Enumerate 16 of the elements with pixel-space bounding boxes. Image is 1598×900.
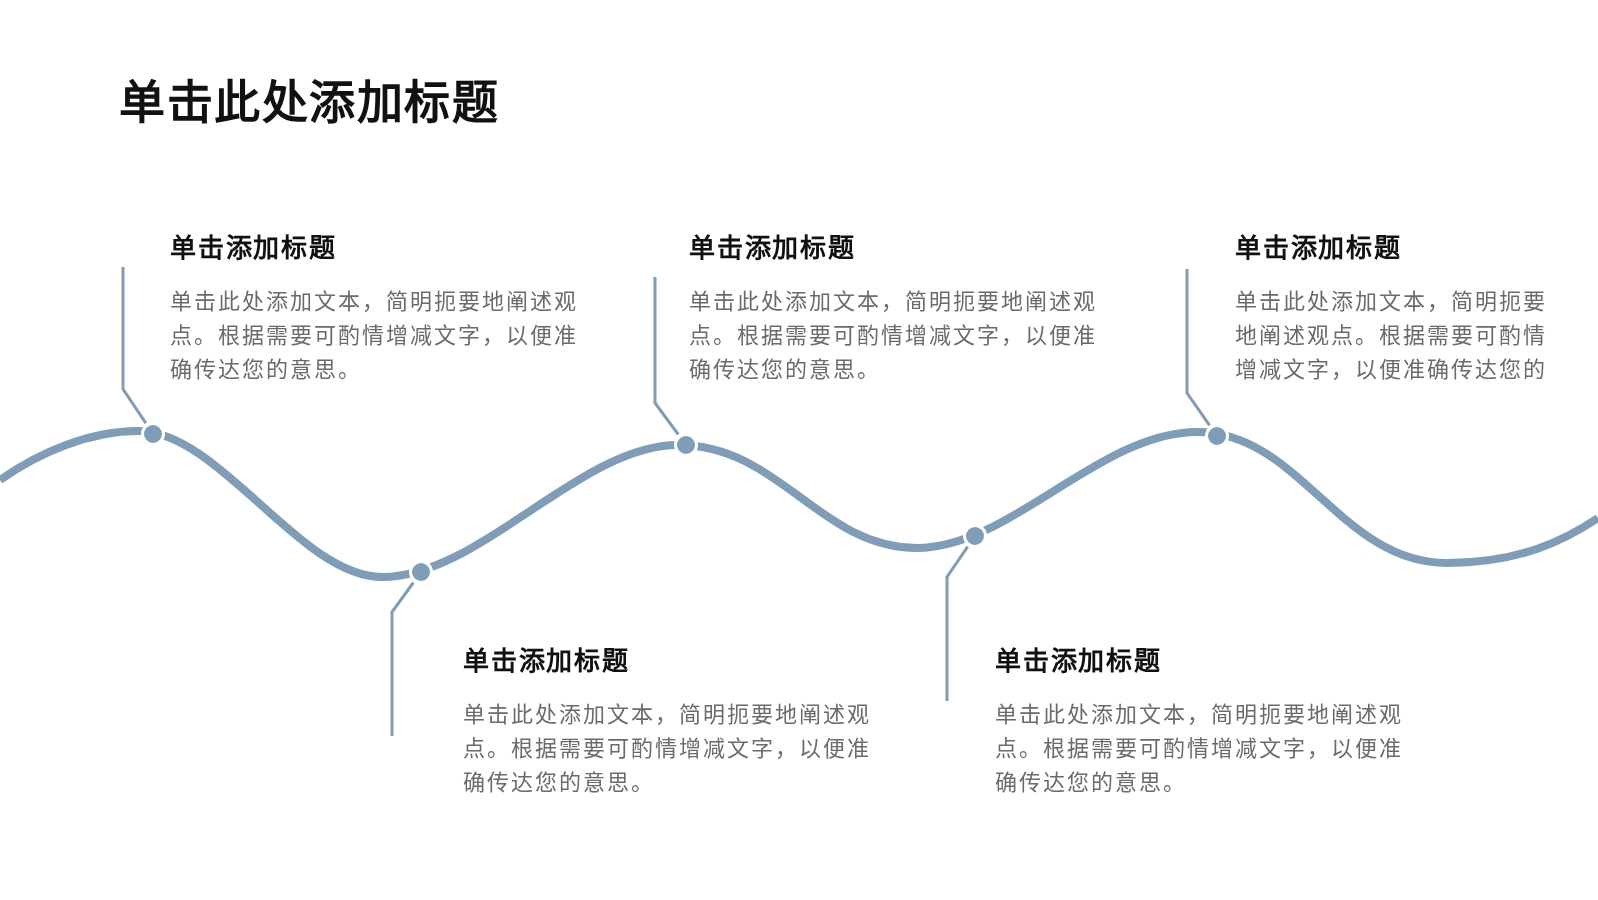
step-heading: 单击添加标题 <box>689 232 856 265</box>
timeline-dot <box>409 560 433 584</box>
step-description: 单击此处添加文本，简明扼要地阐述观点。根据需要可酌情增减文字，以便准确传达您的意思。 <box>689 288 1098 384</box>
step-heading: 单击添加标题 <box>995 645 1162 678</box>
leader-line <box>653 277 680 436</box>
step-heading: 单击添加标题 <box>1235 232 1402 265</box>
leader-line <box>1185 269 1211 427</box>
step-description: 单击此处添加文本，简明扼要地阐述观点。根据需要可酌情增减文字，以便准确传达您的 <box>1235 288 1548 384</box>
step-heading: 单击添加标题 <box>463 645 630 678</box>
step-heading: 单击添加标题 <box>170 232 337 265</box>
timeline-dot <box>963 524 987 548</box>
timeline-dot <box>141 422 165 446</box>
slide-title: 单击此处添加标题 <box>119 75 499 130</box>
step-description: 单击此处添加文本，简明扼要地阐述观点。根据需要可酌情增减文字，以便准确传达您的意思。 <box>995 701 1404 797</box>
step-description: 单击此处添加文本，简明扼要地阐述观点。根据需要可酌情增减文字，以便准确传达您的意思。 <box>170 288 579 384</box>
step-description: 单击此处添加文本，简明扼要地阐述观点。根据需要可酌情增减文字，以便准确传达您的意思。 <box>463 701 872 797</box>
